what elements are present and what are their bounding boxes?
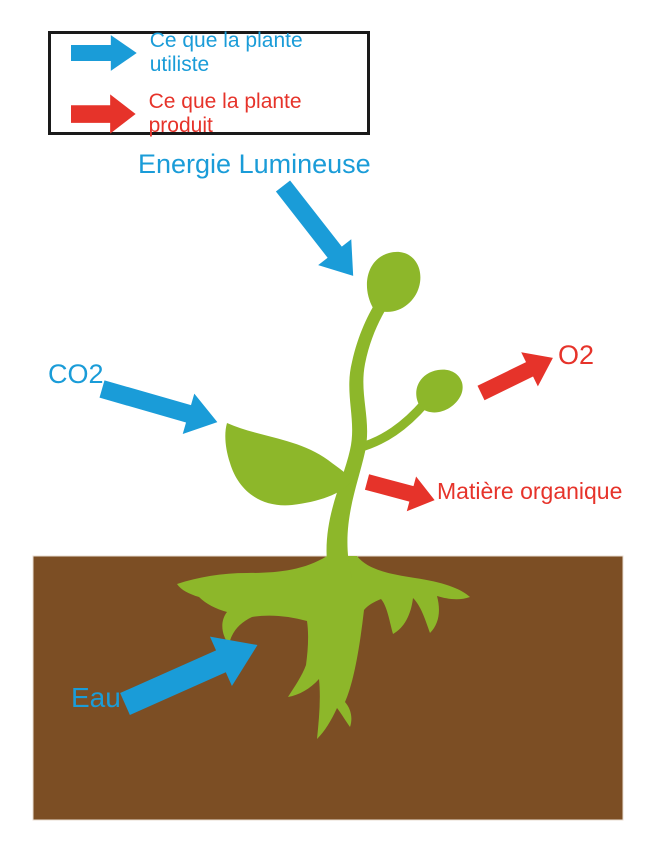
co2-arrow — [99, 380, 218, 434]
plant-branch — [353, 398, 430, 453]
light-energy-arrow — [275, 180, 354, 276]
o2-label: O2 — [558, 340, 595, 370]
legend-row-produces: Ce que la plante produit — [71, 90, 367, 138]
organic-matter-arrow — [364, 474, 435, 512]
plant-roots — [177, 556, 470, 739]
legend-row-uses: Ce que la plante utiliste — [71, 29, 367, 77]
co2-label: CO2 — [48, 359, 104, 389]
legend-box: Ce que la plante utiliste Ce que la plan… — [48, 29, 370, 138]
water-label: Eau — [71, 682, 121, 713]
water-arrow — [120, 636, 258, 715]
plant-bud-leaf — [416, 369, 463, 413]
organic-matter-label: Matière organique — [437, 478, 623, 504]
light-energy-label: Energie Lumineuse — [138, 149, 371, 179]
produces-arrow-icon — [71, 93, 136, 134]
plant-left-leaf — [225, 423, 352, 506]
plant-graphic — [177, 251, 470, 739]
uses-arrow-icon — [71, 34, 137, 71]
legend-uses-label: Ce que la plante utiliste — [149, 28, 303, 76]
plant-stem — [326, 297, 389, 578]
o2-arrow — [477, 352, 553, 401]
plant-top-leaf — [366, 251, 421, 312]
legend-produces-label: Ce que la plante produit — [148, 89, 302, 137]
